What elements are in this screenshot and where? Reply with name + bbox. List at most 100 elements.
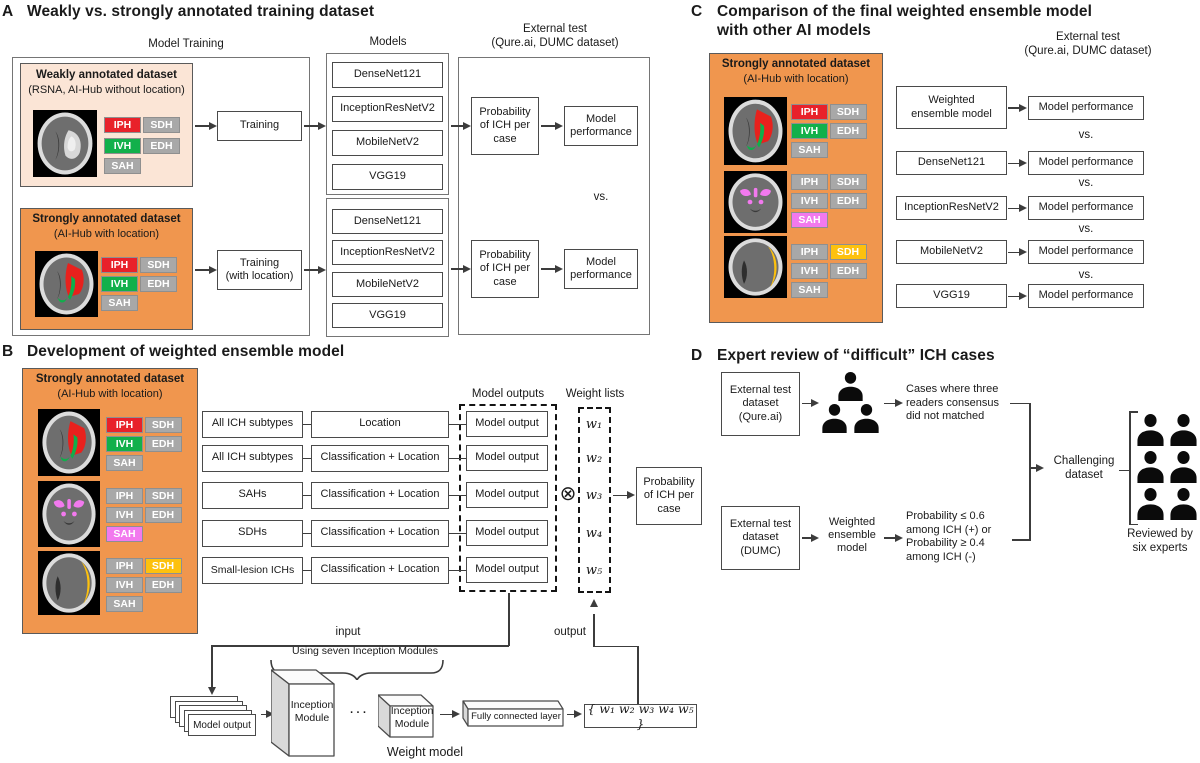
expert-person-icon [1169,450,1198,483]
output-label: output [554,626,586,638]
model-box: DenseNet121 [332,209,443,234]
model-box: InceptionResNetV2 [332,240,443,265]
weight-w2: w₂ [585,451,603,466]
badge-ivh: IVH [106,436,143,452]
badge-sdh: SDH [140,257,177,273]
strong-dataset-title-a: Strongly annotated dataset [32,213,181,225]
badge-edh: EDH [829,193,867,209]
subtype-box: SAHs [202,481,303,509]
ellipsis-label: ... [349,700,369,717]
badge-edh: EDH [140,276,177,292]
badge-edh: EDH [144,577,182,593]
column-label-model-training: Model Training [148,38,224,50]
model-output-stack: Model output [170,696,262,741]
badge-iph: IPH [106,417,143,433]
model-output-box: Model output [466,520,548,546]
model-box: MobileNetV2 [896,240,1007,264]
model-performance-box: Model performance [1028,196,1144,220]
badge-edh: EDH [143,138,180,154]
weight-w4: w₄ [585,526,603,541]
model-box: InceptionResNetV2 [896,196,1007,220]
strong-dataset-subtitle-a: (AI-Hub with location) [53,228,160,240]
inception-module-prism [271,668,335,758]
badge-edh: EDH [144,436,182,452]
inception-module-cube [378,694,434,738]
ct-brain-iph-ivh-image [38,409,100,476]
model-box: DenseNet121 [896,151,1007,175]
badge-iph: IPH [791,174,828,190]
ct-brain-iph-ivh-image [724,97,787,165]
badge-sdh: SDH [829,104,867,120]
challenging-dataset-text: Challenging dataset [1053,455,1115,481]
expert-person-icon [1169,487,1198,520]
subtype-box: Small-lesion ICHs [202,556,303,584]
task-box: Classification + Location [311,519,449,547]
badge-ivh: IVH [791,263,828,279]
model-box: VGG19 [332,164,443,190]
inception-module-label: Inception Module [390,705,434,730]
weight-lists-label: Weight lists [565,388,625,400]
model-box: MobileNetV2 [332,272,443,297]
model-performance-box: Model performance [1028,284,1144,308]
weight-model-label: Weight model [386,745,464,759]
badge-sdh: SDH [829,174,867,190]
model-box: InceptionResNetV2 [332,96,443,122]
badge-sah: SAH [106,455,143,471]
ct-brain-sah-image [724,171,787,233]
badge-sah: SAH [791,212,828,228]
model-performance-box: Model performance [1028,96,1144,120]
model-output-box: Model output [466,557,548,583]
panel-b-title: Development of weighted ensemble model [27,343,345,360]
badge-ivh: IVH [791,123,828,139]
subtype-box: All ICH subtypes [202,444,303,472]
badge-iph: IPH [104,117,141,133]
strong-dataset-title-b: Strongly annotated dataset [35,373,185,385]
panel-c-letter: C [691,3,703,20]
reviewed-by-text: Reviewed by six experts [1127,528,1193,554]
weak-dataset-title: Weakly annotated dataset [35,69,178,81]
panel-d-title: Expert review of “difficult” ICH cases [717,347,995,364]
weighted-ensemble-model-box: Weighted ensemble model [896,86,1007,129]
ct-brain-weak-image [33,110,97,177]
training-box: Training [217,111,302,141]
badge-ivh: IVH [101,276,138,292]
column-label-models: Models [369,36,407,48]
vs-label: vs. [1078,269,1094,281]
ct-brain-sah-image [38,481,100,547]
model-performance-box: Model performance [564,249,638,289]
badge-iph: IPH [106,558,143,574]
strong-dataset-subtitle-c: (AI-Hub with location) [743,73,849,85]
badge-edh: EDH [144,507,182,523]
badge-sdh: SDH [143,117,180,133]
expert-person-icon [1136,450,1165,483]
external-test-qure-box: External test dataset (Qure.ai) [721,372,800,436]
weight-lists-dashed-box [578,407,611,593]
vs-label: vs. [1078,129,1094,141]
badge-ivh: IVH [104,138,141,154]
model-box: VGG19 [332,303,443,328]
reader-person-icon [853,403,880,433]
vs-label: vs. [593,191,609,203]
multiply-icon: ⊗ [559,483,577,505]
model-outputs-label: Model outputs [471,388,545,400]
badge-sah: SAH [104,158,141,174]
badge-sah: SAH [106,596,143,612]
badge-iph: IPH [791,104,828,120]
training-with-location-box: Training (with location) [217,250,302,290]
badge-sdh: SDH [829,244,867,260]
task-box: Classification + Location [311,444,449,472]
panel-b-letter: B [2,343,14,360]
vs-label: vs. [1078,223,1094,235]
model-output-box: Model output [466,482,548,508]
task-box: Classification + Location [311,556,449,584]
model-output-sheet: Model output [188,714,256,736]
badge-sdh: SDH [144,488,182,504]
probability-box: Probability of ICH per case [636,467,702,525]
task-box: Location [311,410,449,438]
reader-person-icon [837,371,864,401]
expert-person-icon [1136,487,1165,520]
subtype-box: All ICH subtypes [202,410,303,438]
weight-w1: w₁ [585,417,603,432]
weak-dataset-subtitle: (RSNA, AI-Hub without location) [28,84,185,96]
ct-brain-iph-ivh-image [35,251,98,317]
